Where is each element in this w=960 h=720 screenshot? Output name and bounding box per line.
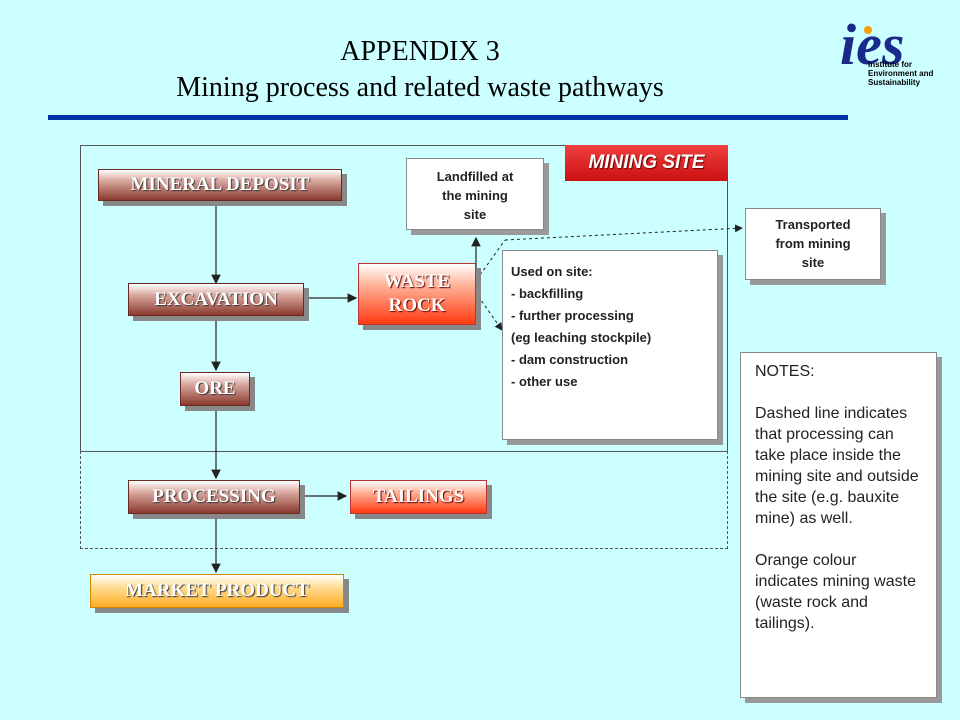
logo-subtitle: Institute for Environment and Sustainabi… (868, 60, 958, 87)
dotted-to-used-on-site (477, 295, 503, 331)
used-on-site-item: (eg leaching stockpile) (511, 330, 652, 345)
logo-subtitle-line: Environment and (868, 69, 934, 78)
waste-rock-box: WASTE ROCK (358, 263, 476, 325)
used-on-site-heading: Used on site: (511, 264, 593, 279)
used-on-site-box: Used on site: - backfilling - further pr… (502, 250, 718, 440)
logo-subtitle-line: Sustainability (868, 78, 921, 87)
excavation-box: EXCAVATION (128, 283, 304, 316)
logo-dot (864, 26, 872, 34)
title-rule (48, 115, 848, 120)
landfilled-line: Landfilled at (436, 169, 514, 184)
transported-line: from mining (775, 236, 851, 251)
transported-line: Transported (775, 217, 851, 232)
transported-line: site (801, 255, 825, 270)
notes-box: NOTES: Dashed line indicates that proces… (740, 352, 937, 698)
logo-subtitle-line: Institute for (868, 60, 912, 69)
mining-site-label: MINING SITE (565, 145, 728, 181)
waste-rock-line2: ROCK (388, 295, 446, 316)
landfilled-box: Landfilled at the mining site (406, 158, 544, 230)
ies-logo: ies (840, 12, 904, 77)
used-on-site-item: - further processing (511, 308, 634, 323)
market-product-box: MARKET PRODUCT (90, 574, 344, 608)
notes-heading: NOTES: (755, 363, 815, 380)
landfilled-line: the mining (442, 188, 508, 203)
notes-paragraph-orange: Orange colour indicates mining waste (wa… (755, 552, 916, 632)
mineral-deposit-box: MINERAL DEPOSIT (98, 169, 342, 201)
used-on-site-item: - dam construction (511, 352, 629, 367)
landfilled-line: site (463, 207, 487, 222)
title-line2: Mining process and related waste pathway… (176, 72, 664, 103)
used-on-site-item: - other use (511, 374, 578, 389)
dotted-wasterock-transport (479, 239, 506, 276)
processing-box: PROCESSING (128, 480, 300, 514)
title-line1: APPENDIX 3 (340, 36, 500, 67)
notes-paragraph-dashed: Dashed line indicates that processing ca… (755, 405, 919, 527)
logo-mark: ies (840, 12, 904, 77)
transported-box: Transported from mining site (745, 208, 881, 280)
processing-dashed-frame (80, 451, 728, 549)
tailings-box: TAILINGS (350, 480, 487, 514)
used-on-site-item: - backfilling (511, 286, 584, 301)
ore-box: ORE (180, 372, 250, 406)
waste-rock-line1: WASTE (383, 271, 451, 292)
